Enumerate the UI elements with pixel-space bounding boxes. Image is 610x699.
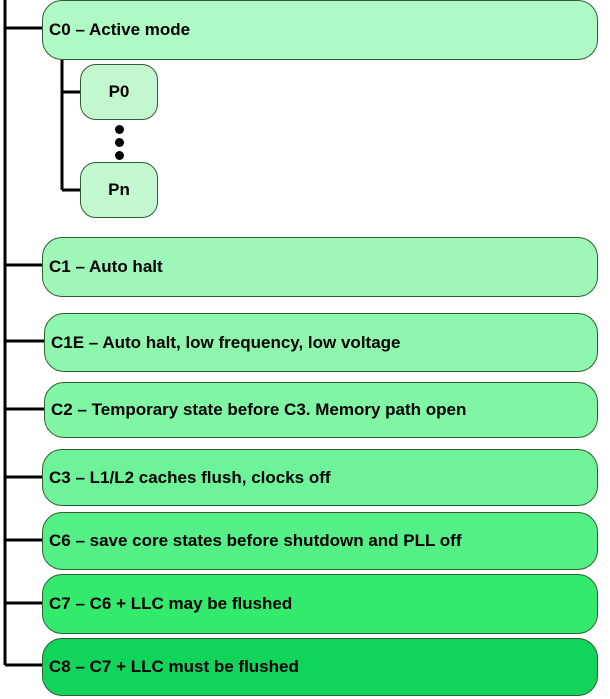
pstate-p0-label: P0 — [108, 82, 130, 101]
state-c3-label: C3 – L1/L2 caches flush, clocks off — [49, 467, 331, 487]
state-c1e: C1E – Auto halt, low frequency, low volt… — [44, 313, 598, 372]
pstate-p0: P0 — [80, 64, 158, 120]
state-c2: C2 – Temporary state before C3. Memory p… — [44, 382, 598, 438]
ellipsis-dot — [115, 138, 124, 147]
state-c0-active-mode: C0 – Active mode — [42, 0, 598, 60]
ellipsis-dot — [115, 125, 124, 134]
state-c8: C8 – C7 + LLC must be flushed — [42, 638, 598, 696]
pstate-pn-label: Pn — [108, 180, 130, 199]
state-c0-label: C0 – Active mode — [49, 20, 191, 39]
state-c3: C3 – L1/L2 caches flush, clocks off — [42, 449, 598, 506]
state-c8-label: C8 – C7 + LLC must be flushed — [49, 657, 299, 676]
state-c1-label: C1 – Auto halt — [49, 257, 163, 276]
state-c7-label: C7 – C6 + LLC may be flushed — [49, 594, 293, 613]
ellipsis-dot — [115, 151, 124, 160]
state-c6: C6 – save core states before shutdown an… — [42, 512, 598, 570]
state-c6-label: C6 – save core states before shutdown an… — [49, 531, 462, 550]
state-c7: C7 – C6 + LLC may be flushed — [42, 574, 598, 634]
state-c2-label: C2 – Temporary state before C3. Memory p… — [51, 400, 467, 419]
state-c1e-label: C1E – Auto halt, low frequency, low volt… — [51, 332, 401, 352]
pstate-pn: Pn — [80, 162, 158, 218]
state-c1-auto-halt: C1 – Auto halt — [42, 237, 598, 297]
